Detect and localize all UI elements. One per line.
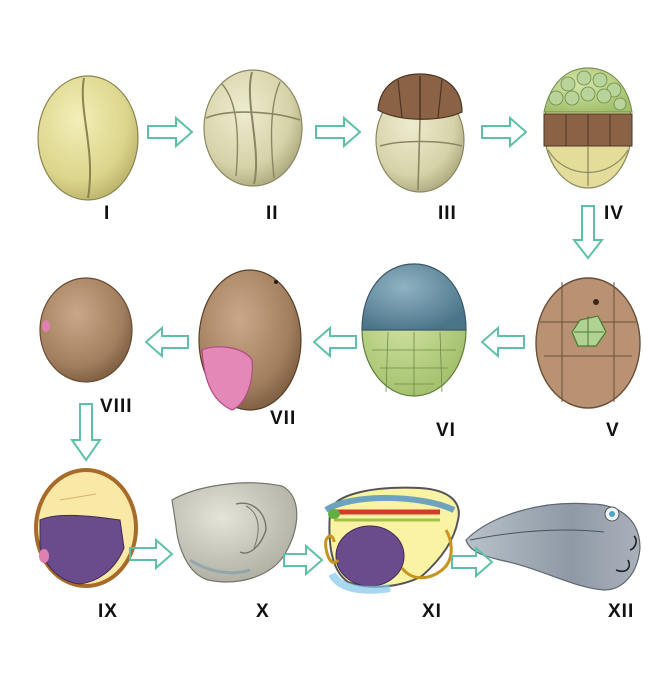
stage-6-egg — [362, 264, 466, 396]
stage-label-4: IV — [604, 203, 624, 225]
stage-12-tadpole — [466, 503, 640, 590]
arrow-stage-8-to-9 — [72, 404, 100, 460]
arrow-stage-9-to-10 — [130, 540, 172, 568]
stage-7-egg — [199, 270, 301, 410]
stage-label-10: X — [256, 601, 270, 623]
stage-11-section — [326, 488, 459, 590]
stage-label-11: XI — [422, 601, 442, 623]
stage-2-egg — [204, 70, 302, 186]
stage-label-9: IX — [98, 601, 118, 623]
stage-label-7: VII — [270, 408, 296, 430]
arrow-stage-7-to-8 — [146, 328, 188, 356]
arrow-stage-1-to-2 — [148, 118, 192, 146]
stage-5-egg — [536, 278, 640, 408]
stage-label-8: VIII — [100, 396, 133, 418]
stage-label-6: VI — [436, 420, 456, 442]
arrow-stage-4-to-5 — [574, 206, 602, 258]
stage-label-5: V — [606, 420, 620, 442]
stage-1-egg — [38, 76, 138, 200]
stage-label-12: XII — [608, 601, 634, 623]
stage-10-embryo — [172, 483, 297, 582]
arrow-stage-2-to-3 — [316, 118, 360, 146]
stage-8-egg — [40, 278, 132, 382]
stage-label-3: III — [438, 203, 457, 225]
stage-9-section — [36, 470, 136, 586]
stage-label-2: II — [266, 203, 279, 225]
stage-label-1: I — [104, 203, 110, 225]
stage-3-egg — [376, 74, 464, 192]
arrow-stage-10-to-11 — [284, 546, 322, 574]
arrow-stage-5-to-6 — [482, 328, 524, 356]
arrow-stage-6-to-7 — [314, 328, 356, 356]
arrow-stage-3-to-4 — [482, 118, 526, 146]
stage-4-egg — [544, 68, 632, 188]
